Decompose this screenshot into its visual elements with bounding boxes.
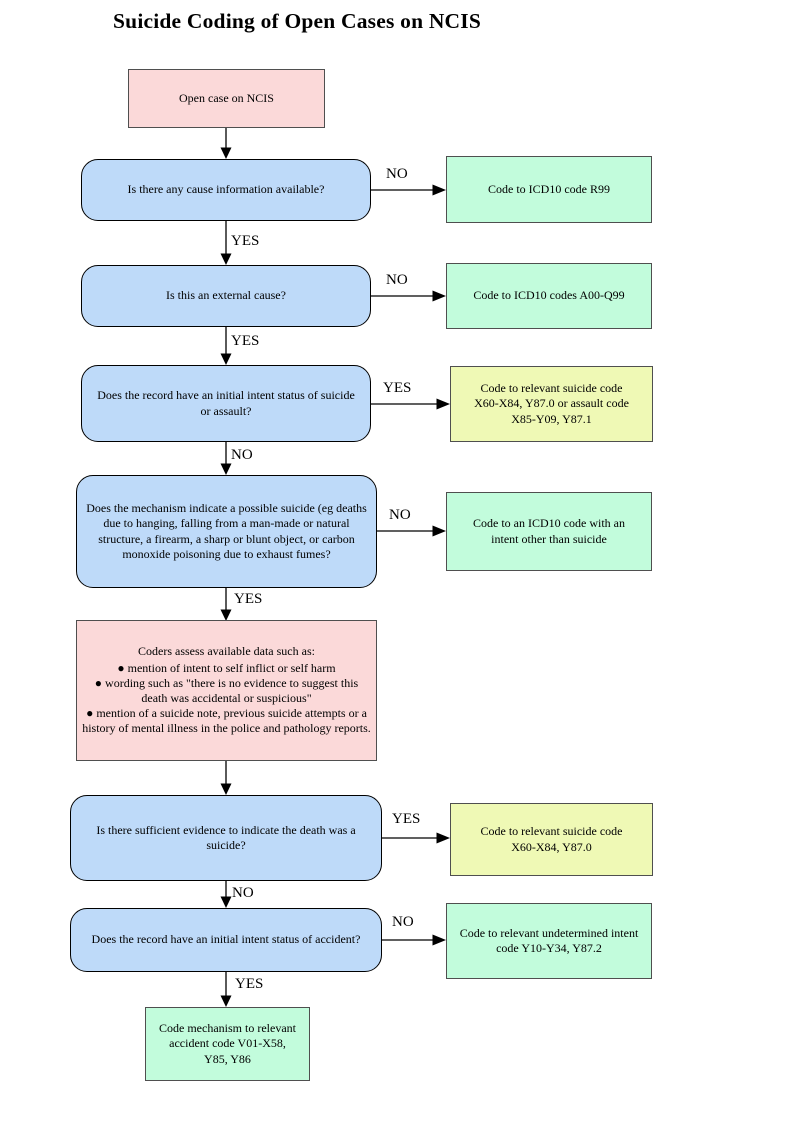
node-result-a00-q99: Code to ICD10 codes A00-Q99	[446, 263, 652, 329]
node-question-intent-suicide-assault-label: Does the record have an initial intent s…	[97, 388, 355, 418]
node-result-suicide-codes: Code to relevant suicide code X60-X84, Y…	[450, 803, 653, 876]
coders-bullet-1: ●mention of intent to self inflict or se…	[81, 661, 372, 676]
edge-label-no-5: NO	[232, 885, 254, 901]
node-question-external-cause-label: Is this an external cause?	[166, 288, 286, 303]
coders-bullet-1-text: mention of intent to self inflict or sel…	[127, 660, 336, 675]
arrow-q2-yes-down	[220, 327, 232, 365]
edge-label-no-1: NO	[386, 166, 408, 182]
page-title: Suicide Coding of Open Cases on NCIS	[113, 9, 481, 33]
arrow-q2-no-right	[371, 290, 446, 302]
coders-assess-content: Coders assess available data such as: ●m…	[77, 644, 376, 736]
edge-label-no-6: NO	[392, 914, 414, 930]
node-result-undetermined: Code to relevant undetermined intent cod…	[446, 903, 652, 979]
node-result-accident-label: Code mechanism to relevant accident code…	[159, 1021, 296, 1066]
arrow-q1-yes-down	[220, 221, 232, 265]
arrow-q3-yes-right	[371, 398, 450, 410]
arrow-q4-yes-down	[220, 588, 232, 621]
node-question-intent-accident: Does the record have an initial intent s…	[70, 908, 382, 972]
arrow-q5-no-down	[220, 881, 232, 908]
node-question-mechanism: Does the mechanism indicate a possible s…	[76, 475, 377, 588]
arrow-q6-yes-down	[220, 972, 232, 1007]
node-result-undetermined-label: Code to relevant undetermined intent cod…	[459, 925, 639, 955]
coders-bullet-2: ●wording such as "there is no evidence t…	[81, 676, 372, 706]
node-result-other-intent-label: Code to an ICD10 code with an intent oth…	[473, 516, 625, 546]
edge-label-yes-6: YES	[235, 976, 264, 992]
arrow-start-to-q1	[220, 128, 232, 159]
arrow-coders-to-q5	[220, 761, 232, 795]
node-question-intent-suicide-assault: Does the record have an initial intent s…	[81, 365, 371, 442]
node-question-cause-info: Is there any cause information available…	[81, 159, 371, 221]
node-question-cause-info-label: Is there any cause information available…	[127, 182, 325, 197]
node-question-external-cause: Is this an external cause?	[81, 265, 371, 327]
node-result-r99: Code to ICD10 code R99	[446, 156, 652, 223]
edge-label-yes-4: YES	[234, 591, 263, 607]
node-result-r99-label: Code to ICD10 code R99	[488, 181, 610, 196]
node-result-other-intent: Code to an ICD10 code with an intent oth…	[446, 492, 652, 571]
edge-label-no-2: NO	[386, 272, 408, 288]
edge-label-yes-3: YES	[383, 380, 412, 396]
node-result-suicide-assault-codes: Code to relevant suicide code X60-X84, Y…	[450, 366, 653, 442]
edge-label-yes-5: YES	[392, 811, 421, 827]
node-question-sufficient-evidence: Is there sufficient evidence to indicate…	[70, 795, 382, 881]
arrow-q3-no-down	[220, 442, 232, 475]
edge-label-yes-2: YES	[231, 333, 260, 349]
arrow-q5-yes-right	[382, 832, 450, 844]
node-result-accident: Code mechanism to relevant accident code…	[145, 1007, 310, 1081]
arrow-q6-no-right	[382, 934, 446, 946]
node-start-label: Open case on NCIS	[179, 90, 274, 105]
coders-bullet-2-text: wording such as "there is no evidence to…	[105, 675, 359, 705]
arrow-q1-no-right	[371, 184, 446, 196]
node-question-mechanism-label: Does the mechanism indicate a possible s…	[86, 501, 367, 561]
node-result-suicide-codes-label: Code to relevant suicide code X60-X84, Y…	[480, 824, 623, 854]
bullet-icon: ●	[117, 660, 125, 675]
bullet-icon: ●	[94, 675, 103, 690]
edge-label-no-4: NO	[389, 507, 411, 523]
arrow-q4-no-right	[376, 525, 446, 537]
node-result-a00-q99-label: Code to ICD10 codes A00-Q99	[473, 288, 625, 303]
edge-label-no-3: NO	[231, 447, 253, 463]
bullet-icon: ●	[86, 706, 94, 721]
node-coders-assess: Coders assess available data such as: ●m…	[76, 620, 377, 761]
coders-assess-heading: Coders assess available data such as:	[138, 644, 315, 659]
coders-bullet-3: ●mention of a suicide note, previous sui…	[81, 706, 372, 736]
edge-label-yes-1: YES	[231, 233, 260, 249]
coders-bullet-3-text: mention of a suicide note, previous suic…	[82, 706, 371, 736]
node-question-intent-accident-label: Does the record have an initial intent s…	[91, 932, 361, 947]
node-result-suicide-assault-codes-label: Code to relevant suicide code X60-X84, Y…	[474, 381, 629, 426]
node-question-sufficient-evidence-label: Is there sufficient evidence to indicate…	[96, 822, 356, 852]
node-start: Open case on NCIS	[128, 69, 325, 128]
